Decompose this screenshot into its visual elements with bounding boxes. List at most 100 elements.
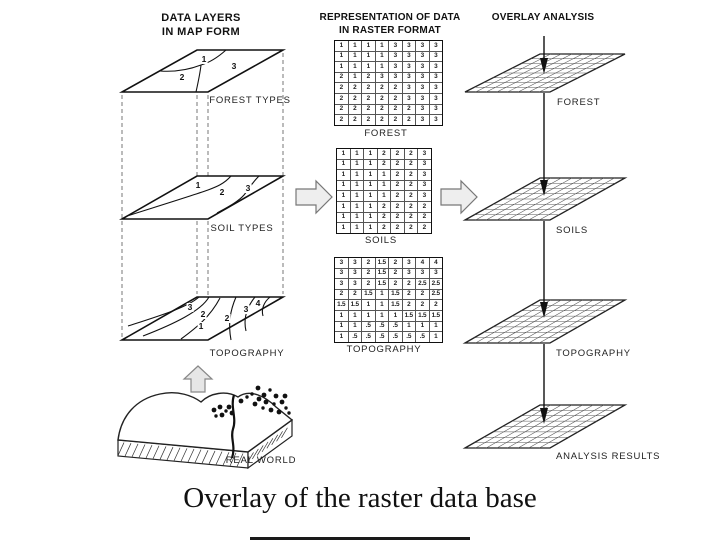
overlay-topography-label: TOPOGRAPHY (556, 348, 631, 359)
grid-cell: 2 (362, 279, 376, 290)
grid-cell: 2 (377, 159, 391, 171)
grid-cell: 3 (416, 115, 430, 125)
arrowhead-icon (540, 302, 548, 318)
real-world-label: REAL WORLD (225, 455, 297, 466)
grid-cell: 2 (404, 212, 418, 224)
grid-cell: 2 (389, 115, 403, 125)
grid-cell: 3 (389, 51, 403, 63)
soil-boundary (216, 175, 260, 214)
grid-cell: 2 (362, 268, 376, 280)
overlay-analysis-results-label: ANALYSIS RESULTS (556, 451, 661, 462)
grid-cell: 3 (375, 72, 389, 84)
grid-cell: 1 (348, 41, 362, 52)
grid-cell: 2 (402, 279, 416, 290)
grid-cell: 2 (375, 93, 389, 105)
grid-cell: 2 (429, 300, 442, 311)
slide-bottom-bar (250, 537, 470, 540)
contour-line (127, 296, 200, 327)
grid-cell: 2 (362, 83, 376, 94)
soil-types-label: SOIL TYPES (210, 223, 274, 234)
grid-cell: 1 (348, 321, 362, 333)
grid-cell: 3 (335, 258, 349, 269)
grid-cell: .5 (375, 321, 389, 333)
grid-cell: 1.5 (389, 300, 403, 311)
grid-cell: 1 (335, 51, 349, 63)
grid-cell: 3 (402, 258, 416, 269)
grid-cell: 3 (402, 62, 416, 73)
forest-region-label: 3 (230, 61, 238, 71)
grid-cell: 2 (389, 104, 403, 116)
grid-cell: 1 (337, 180, 351, 192)
grid-cell: 1 (364, 149, 378, 160)
grid-cell: 1 (375, 310, 389, 322)
grid-cell: 1 (350, 149, 364, 160)
contour-line (261, 296, 271, 317)
grid-cell: 2 (389, 83, 403, 94)
grid-cell: 2 (348, 93, 362, 105)
grid-cell: 1 (434, 332, 438, 340)
grid-cell: .5 (403, 332, 416, 342)
raster-header-line1: REPRESENTATION OF DATA (319, 12, 461, 23)
grid-cell: 3 (418, 191, 431, 202)
overlay-arrowheads (540, 58, 548, 424)
grid-cell: 3 (434, 115, 438, 123)
grid-cell: 3 (389, 72, 403, 84)
grid-cell: 2 (377, 201, 391, 213)
grid-cell: 2 (389, 258, 403, 269)
grid-cell: 1 (377, 170, 391, 181)
tree-clusters (211, 385, 291, 418)
river-line (230, 394, 236, 459)
grid-cell: 1 (375, 300, 389, 311)
grid-cell: 1.5 (348, 300, 362, 311)
grid-cell: 2 (377, 149, 391, 160)
grid-cell: 3 (402, 72, 416, 84)
grid-cell: 2 (405, 223, 418, 233)
right-arrow-icon (295, 179, 333, 215)
grid-cell: 1 (377, 180, 391, 192)
grid-cell: 3 (429, 94, 442, 105)
grid-cell: 1 (337, 170, 351, 181)
grid-cell: 1 (362, 41, 376, 52)
grid-cell: 1 (350, 191, 364, 202)
grid-cell: 2 (362, 72, 376, 84)
right-arrow-icon (440, 179, 478, 215)
grid-cell: 1 (364, 170, 378, 181)
grid-cell: 2 (402, 104, 416, 116)
grid-cell: 1 (337, 149, 351, 160)
grid-cell: 2 (402, 289, 416, 301)
overlay-soils-label: SOILS (556, 225, 588, 236)
grid-cell: 1.5 (416, 310, 430, 322)
grid-cell: .5 (389, 321, 403, 333)
contour-label: 2 (199, 309, 207, 319)
grid-cell: 1 (362, 300, 376, 311)
grid-cell: 1 (375, 41, 389, 52)
grid-cell: 2 (335, 83, 349, 94)
grid-cell: 4 (429, 258, 442, 269)
arrowhead-icon (540, 408, 548, 424)
grid-cell: 2 (418, 202, 431, 213)
overlay-header: OVERLAY ANALYSIS (491, 12, 595, 23)
grid-cell: 2 (362, 258, 376, 269)
grid-cell: 3 (416, 83, 430, 94)
grid-cell: 1 (337, 201, 351, 213)
forest-region-label: 1 (200, 54, 208, 64)
grid-cell: 2 (404, 201, 418, 213)
grid-cell: 1 (375, 62, 389, 73)
contour-label: 3 (186, 302, 194, 312)
grid-cell: 3 (416, 62, 430, 73)
grid-cell: 1 (337, 223, 351, 233)
grid-cell: 1 (416, 321, 430, 333)
grid-cell: 1 (335, 332, 349, 342)
grid-cell: 1 (348, 310, 362, 322)
grid-cell: 1 (364, 223, 378, 233)
